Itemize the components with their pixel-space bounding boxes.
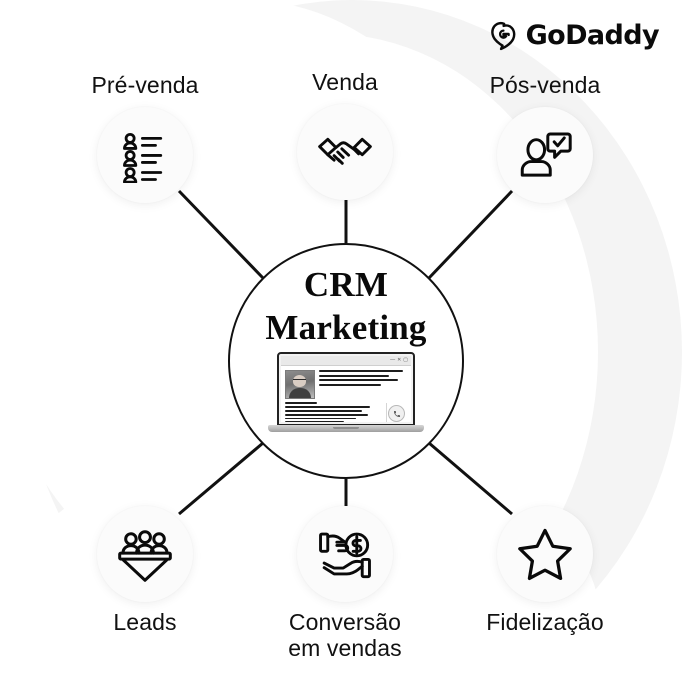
contact-field-line [319,383,381,386]
connector-leads [178,441,264,516]
node-label-pos-venda: Pós-venda [489,72,601,99]
hub-circle [228,243,464,479]
contact-field-line [319,374,390,377]
contact-notes [281,401,411,422]
handshake-icon [318,137,372,165]
contact-card [281,366,411,401]
hub-title: CRM Marketing [228,264,464,349]
hub-title-line2: Marketing [265,307,427,347]
laptop-trackpad-notch [333,426,359,429]
node-circle-pos-venda [497,107,593,203]
node-circle-leads [97,506,193,602]
window-title-bar: — ✕ ▢ [281,356,411,366]
laptop-base [268,425,424,432]
notes-text-line [285,405,371,408]
lead-funnel-icon [118,530,172,582]
contact-field-line [319,370,403,372]
window-maximize-icon: ▢ [403,357,408,363]
node-label-fidelizacao: Fidelização [486,609,604,635]
contact-fields [319,370,407,399]
node-circle-conversao [297,506,393,602]
connector-pos-venda [427,189,514,280]
card-divider [386,403,387,422]
person-feedback-icon [520,132,572,177]
notes-text-line [285,413,368,416]
laptop-crm-card-illustration: — ✕ ▢ [268,352,424,438]
contact-field-line [319,379,399,382]
godaddy-logo: GoDaddy [489,20,660,51]
node-leads[interactable]: Leads [97,506,193,635]
window-minimize-icon: — [390,357,396,363]
contact-avatar [285,370,315,399]
node-fidelizacao[interactable]: Fidelização [486,506,604,635]
contact-list-icon [123,132,163,183]
node-circle-pre-venda [97,107,193,203]
godaddy-wordmark: GoDaddy [525,20,660,51]
node-venda[interactable]: Venda [297,69,393,200]
connector-fidelizacao [428,441,513,516]
connector-pre-venda [177,189,265,280]
laptop-screen: — ✕ ▢ [281,356,411,422]
node-label-leads: Leads [113,609,177,635]
node-label-venda: Venda [312,69,378,96]
node-pre-venda[interactable]: Pré-venda [91,72,198,203]
node-pos-venda[interactable]: Pós-venda [490,72,600,203]
notes-text-line [285,421,344,422]
notes-text-line [285,417,356,420]
avatar-glasses [293,379,306,383]
notes-heading-line [285,402,317,404]
star-icon [518,528,572,581]
window-close-icon: ✕ [397,357,402,363]
node-conversao[interactable]: Conversão em vendas [288,506,402,661]
hub-title-line1: CRM [303,265,389,304]
laptop-lid: — ✕ ▢ [277,352,415,426]
phone-icon [393,410,400,417]
node-label-conversao: Conversão em vendas [288,609,402,661]
node-circle-venda [297,104,393,200]
money-exchange-icon [319,532,371,579]
godaddy-heart-icon [490,21,515,50]
node-circle-fidelizacao [497,506,593,602]
node-label-pre-venda: Pré-venda [91,72,199,99]
call-button[interactable] [388,405,405,422]
notes-text-line [285,409,362,412]
